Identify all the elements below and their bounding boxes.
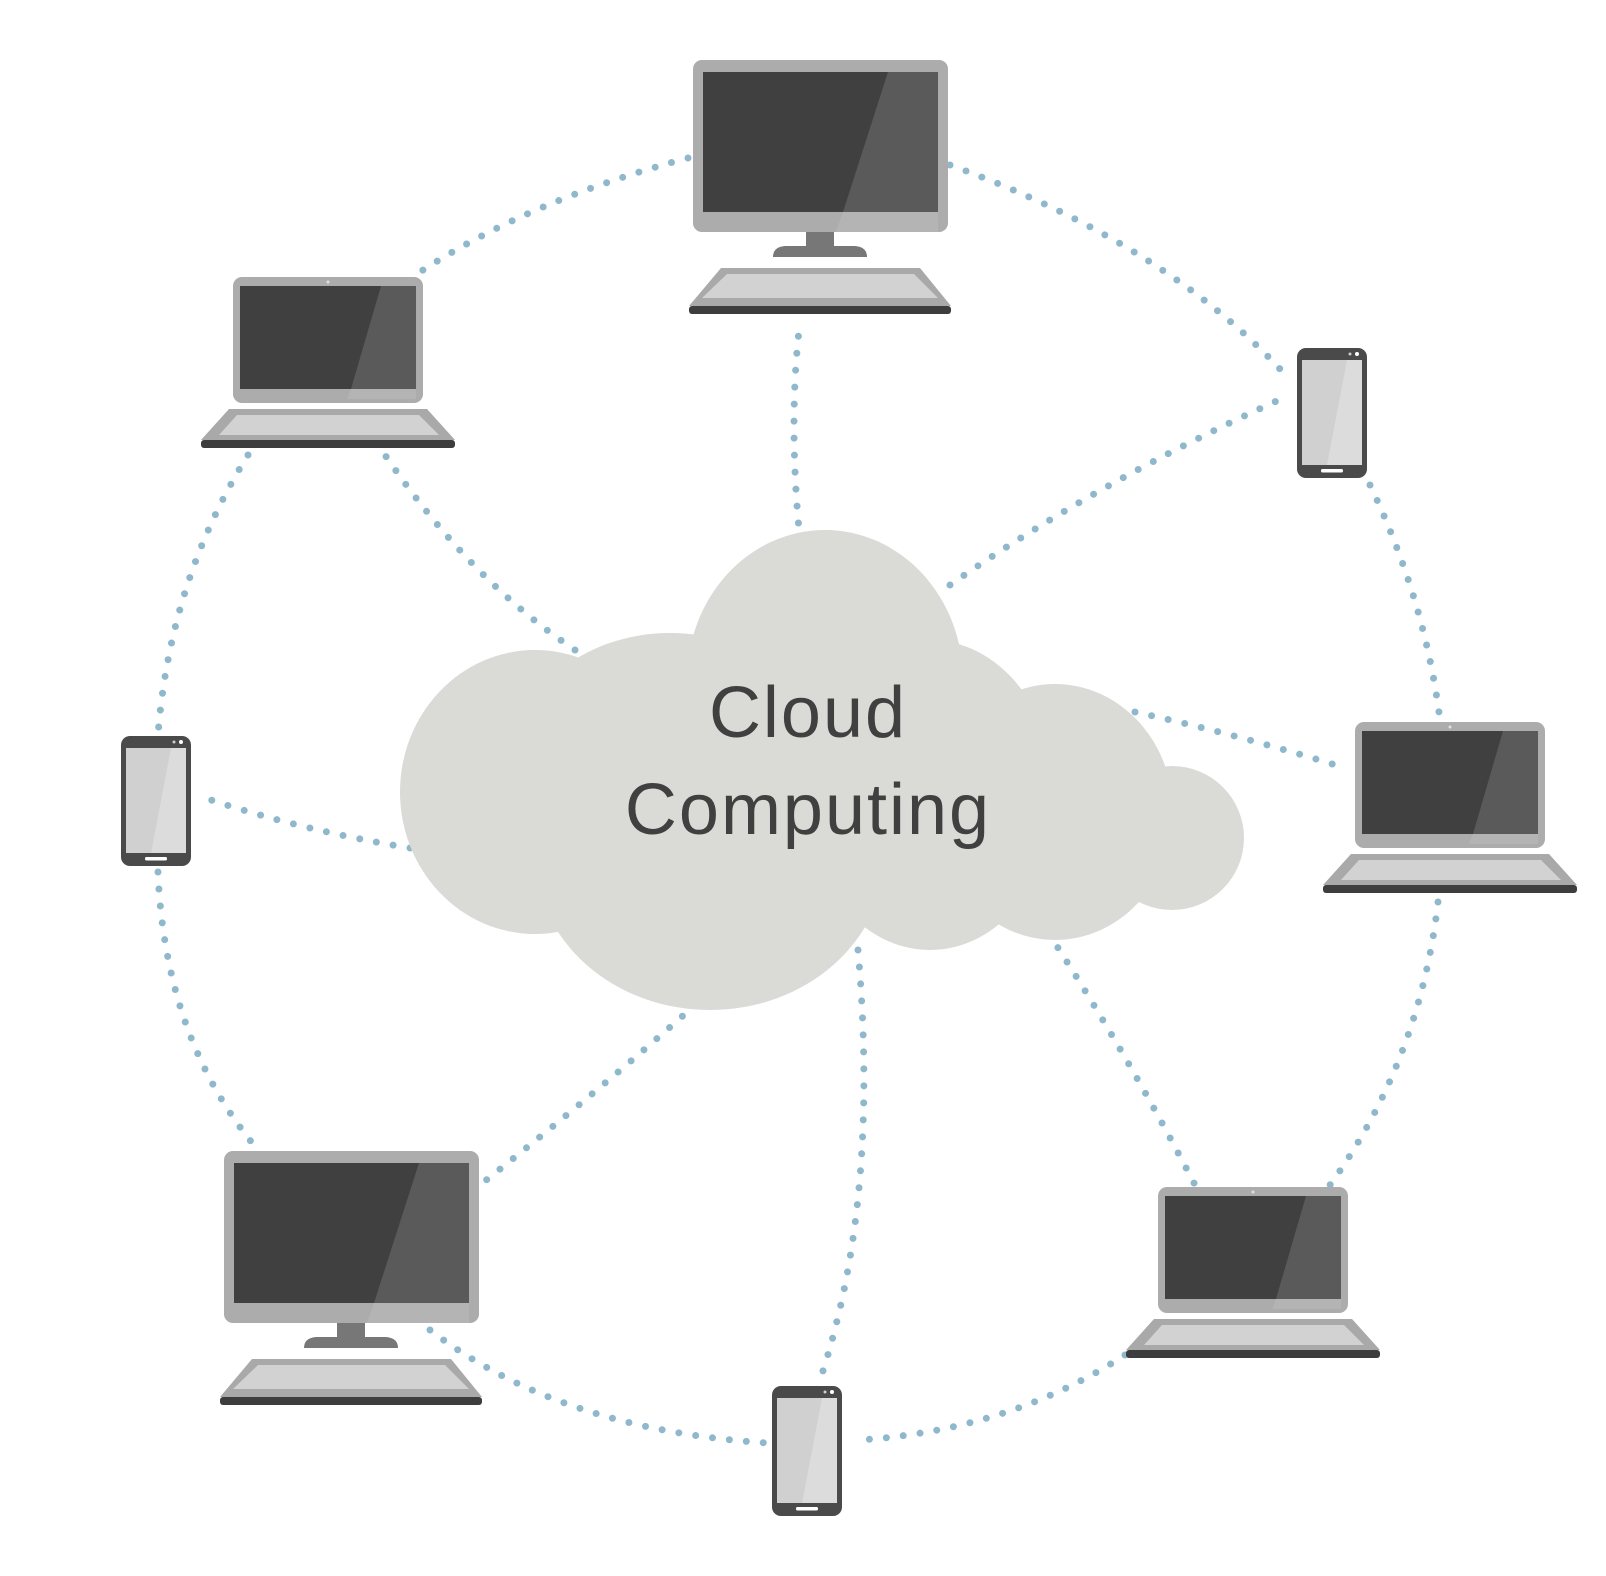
connector-cloud-to-phone-bottom xyxy=(816,946,868,1384)
connector-laptop-bottom-right-to-phone-bottom xyxy=(856,1351,1129,1444)
connector-laptop-right-to-laptop-bottom-right xyxy=(1326,898,1442,1189)
desktop-bottom-left-icon xyxy=(220,1151,482,1405)
connector-laptop-top-left-to-phone-left xyxy=(154,451,252,739)
cloud-shape xyxy=(400,530,1244,1010)
connector-cloud-to-phone-top-right xyxy=(946,391,1294,589)
connections xyxy=(154,154,1444,1447)
laptop-top-left-icon xyxy=(201,277,455,448)
phone-bottom-icon xyxy=(772,1386,842,1516)
connector-desktop-top-to-laptop-top-left xyxy=(416,154,692,276)
phone-top-right-icon xyxy=(1297,348,1367,478)
connector-desktop-bottom-left-to-phone-bottom xyxy=(426,1326,772,1447)
connector-cloud-to-laptop-right xyxy=(1131,708,1349,772)
connector-cloud-to-desktop-top xyxy=(790,318,804,544)
connector-phone-left-to-desktop-bottom-left xyxy=(154,868,262,1154)
connector-phone-top-right-to-laptop-right xyxy=(1366,481,1444,724)
connector-cloud-to-desktop-bottom-left xyxy=(476,1001,699,1189)
cloud-title-line-2: Computing xyxy=(625,770,991,850)
laptop-bottom-right-icon xyxy=(1126,1187,1380,1358)
cloud-title-line-1: Cloud xyxy=(709,673,907,753)
laptop-right-icon xyxy=(1323,722,1577,893)
connector-cloud-to-laptop-bottom-right xyxy=(1026,901,1199,1189)
desktop-top-icon xyxy=(689,60,951,314)
phone-left-icon xyxy=(121,736,191,866)
connector-cloud-to-laptop-top-left xyxy=(381,451,579,654)
connector-cloud-to-phone-left xyxy=(201,794,414,852)
connector-desktop-top-to-phone-top-right xyxy=(946,161,1294,384)
